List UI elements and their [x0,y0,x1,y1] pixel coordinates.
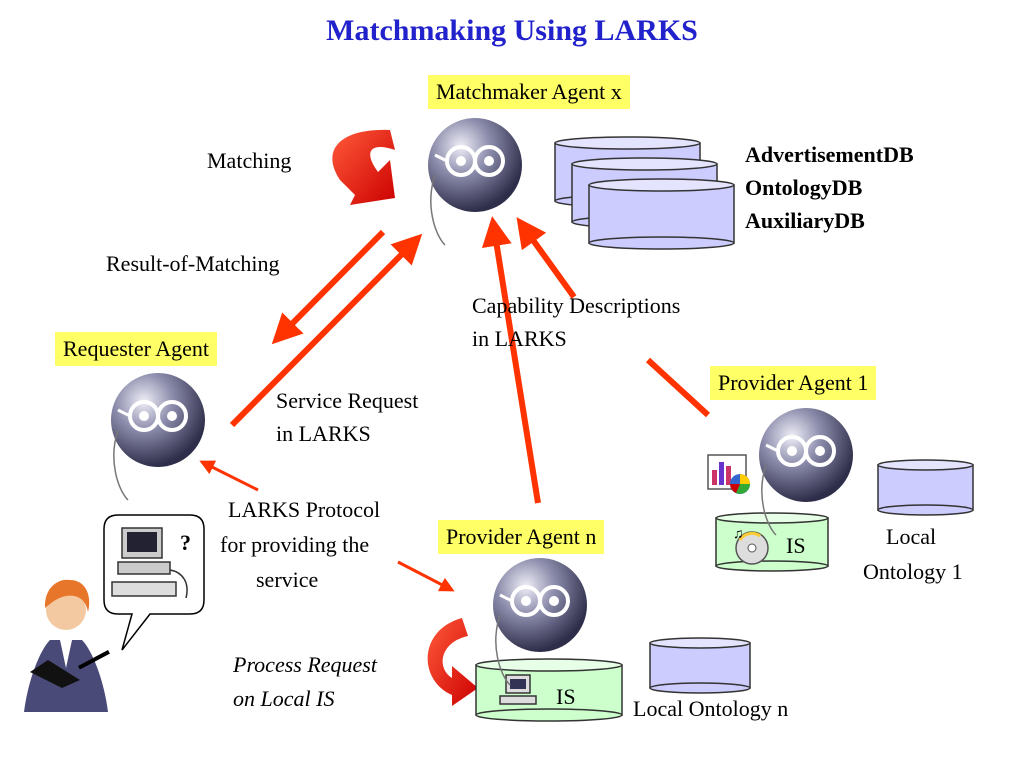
capability-arrow-provider-1 [516,217,711,418]
protocol-arrow [397,560,455,592]
local-ontology-n-label: Local Ontology n [633,696,789,721]
process-request-label: Process Request [233,652,377,677]
ontology-1-label: Ontology 1 [863,559,963,584]
local-ontology-1-label: Local [886,524,937,549]
cd-music-icon: ♫ [733,527,769,565]
service-request-label: Service Request [276,388,419,413]
desktop-computer-icon [111,527,188,599]
matching-curve-arrow [332,129,395,205]
provider-1-is-label: IS [786,533,806,558]
service-request-arrow [229,233,423,428]
chart-icon [707,454,750,494]
service-label: service [256,567,319,592]
local-ontology-n-database-icon [649,637,751,694]
process-curve-arrow [427,618,478,706]
provider-1-is-database-icon [715,512,829,572]
local-ontology-1-database-icon [877,459,974,516]
larks-protocol-label: LARKS Protocol [228,497,381,522]
matchmaker-databases-icon [554,136,735,250]
for-providing-the-label: for providing the [220,532,370,557]
capability-in-larks-label: in LARKS [472,326,567,351]
provider-agent-n-label: Provider Agent n [438,520,605,554]
user-person-icon [24,579,110,712]
matching-label: Matching [207,148,292,173]
page-title: Matchmaking Using LARKS [326,14,698,47]
on-local-is-label: on Local IS [233,686,335,711]
matchmaker-agent-icon [426,116,524,247]
result-of-matching-label: Result-of-Matching [106,251,280,276]
matchmaker-agent-label: Matchmaker Agent x [428,75,630,109]
provider-n-is-label: IS [556,684,576,709]
service-request-in-larks-label: in LARKS [276,421,371,446]
requester-agent-label: Requester Agent [55,332,218,366]
auxiliary-db-label: AuxiliaryDB [745,208,865,233]
advertisement-db-label: AdvertisementDB [745,142,914,167]
capability-arrow-provider-n [481,216,541,504]
result-of-matching-arrow [271,229,386,345]
ontology-db-label: OntologyDB [745,175,863,200]
svg-text:♫: ♫ [733,527,744,542]
question-mark-label: ? [180,530,191,555]
computer-icon [499,674,537,705]
provider-agent-1-label: Provider Agent 1 [710,366,877,400]
provider-n-is-database-icon [475,658,623,722]
requester-agent-icon [109,371,207,502]
capability-descriptions-label: Capability Descriptions [472,293,681,318]
requester-user-arrow [199,460,259,492]
